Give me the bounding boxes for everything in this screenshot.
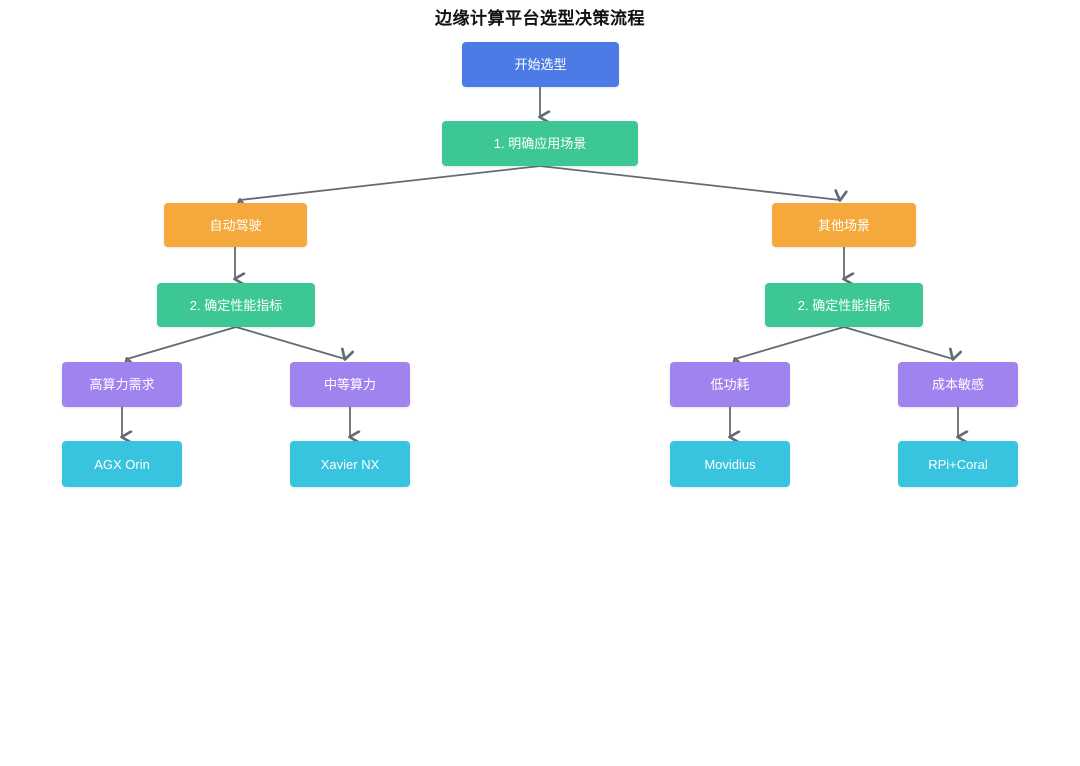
node-label: 1. 明确应用场景 [493, 136, 587, 151]
node-label: 2. 确定性能指标 [189, 297, 283, 313]
edge-perf-left-mid [235, 326, 355, 361]
node-label: RPi+Coral [928, 456, 988, 472]
node-start-selection: 开始选型 [462, 42, 619, 87]
node-label: 高算力需求 [89, 377, 155, 392]
node-cost-sensitive: 成本敏感 [898, 362, 1018, 407]
node-movidius: Movidius [670, 441, 790, 487]
edge-step1-other [539, 165, 848, 202]
node-medium-compute: 中等算力 [290, 362, 410, 407]
node-label: 成本敏感 [931, 377, 984, 392]
node-rpi-coral: RPi+Coral [898, 441, 1018, 487]
node-low-power: 低功耗 [670, 362, 790, 407]
node-high-compute-demand: 高算力需求 [62, 362, 182, 407]
node-label: Xavier NX [320, 456, 380, 472]
diagram-title: 边缘计算平台选型决策流程 [435, 9, 645, 28]
node-step1-clarify-scenario: 1. 明确应用场景 [442, 121, 638, 166]
node-label: 中等算力 [323, 377, 376, 392]
edge-perf-right-cost [843, 326, 963, 361]
node-label: 其他场景 [817, 217, 870, 233]
node-autonomous-driving: 自动驾驶 [164, 203, 307, 247]
node-label: Movidius [704, 456, 756, 472]
node-label: 开始选型 [514, 57, 567, 72]
node-label: 2. 确定性能指标 [797, 297, 891, 313]
node-label: 自动驾驶 [209, 217, 262, 233]
node-step2-performance-right: 2. 确定性能指标 [765, 283, 923, 327]
node-label: 低功耗 [710, 377, 750, 392]
edge-perf-right-low [730, 326, 845, 371]
node-agx-orin: AGX Orin [62, 441, 182, 487]
node-xavier-nx: Xavier NX [290, 441, 410, 487]
edge-step1-auto [234, 165, 541, 211]
node-other-scenarios: 其他场景 [772, 203, 916, 247]
edge-perf-left-high [122, 326, 237, 371]
node-step2-performance-left: 2. 确定性能指标 [157, 283, 315, 327]
node-label: AGX Orin [94, 456, 150, 472]
